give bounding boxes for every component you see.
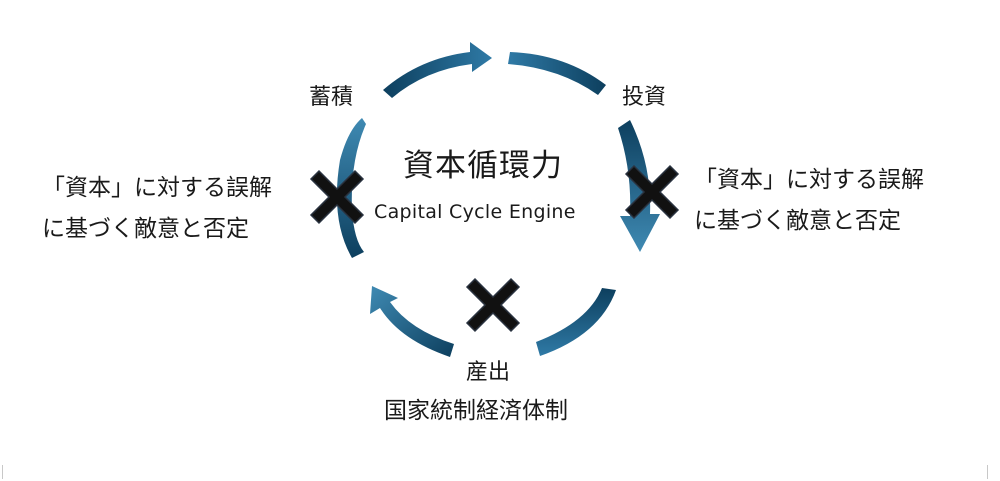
right-note: 「資本」に対する誤解 に基づく敵意と否定 [694,160,924,242]
center-title: 資本循環力 [403,148,563,184]
cycle-arrow-top-right [508,52,606,95]
right-note-line2: に基づく敵意と否定 [694,208,901,234]
stage-output-label: 産出 [466,360,511,385]
crop-mark-right [977,465,988,479]
left-note-line1: 「資本」に対する誤解 [42,175,272,201]
left-note: 「資本」に対する誤解 に基づく敵意と否定 [42,168,272,250]
cycle-arrow-bottom-left [370,286,454,357]
crop-mark-left [2,465,13,479]
stage-investment-label: 投資 [622,85,667,110]
cross-mark-left [309,169,365,225]
center-subtitle: Capital Cycle Engine [374,201,576,223]
bottom-note: 国家統制経済体制 [384,398,568,424]
cross-mark-bottom [465,277,521,333]
right-note-line1: 「資本」に対する誤解 [694,167,924,193]
cycle-arrow-bottom-right [536,288,616,356]
cycle-arrow-top-left [383,42,492,98]
cross-mark-right [624,164,680,220]
left-note-line2: に基づく敵意と否定 [42,216,249,242]
stage-accumulation-label: 蓄積 [309,85,354,110]
